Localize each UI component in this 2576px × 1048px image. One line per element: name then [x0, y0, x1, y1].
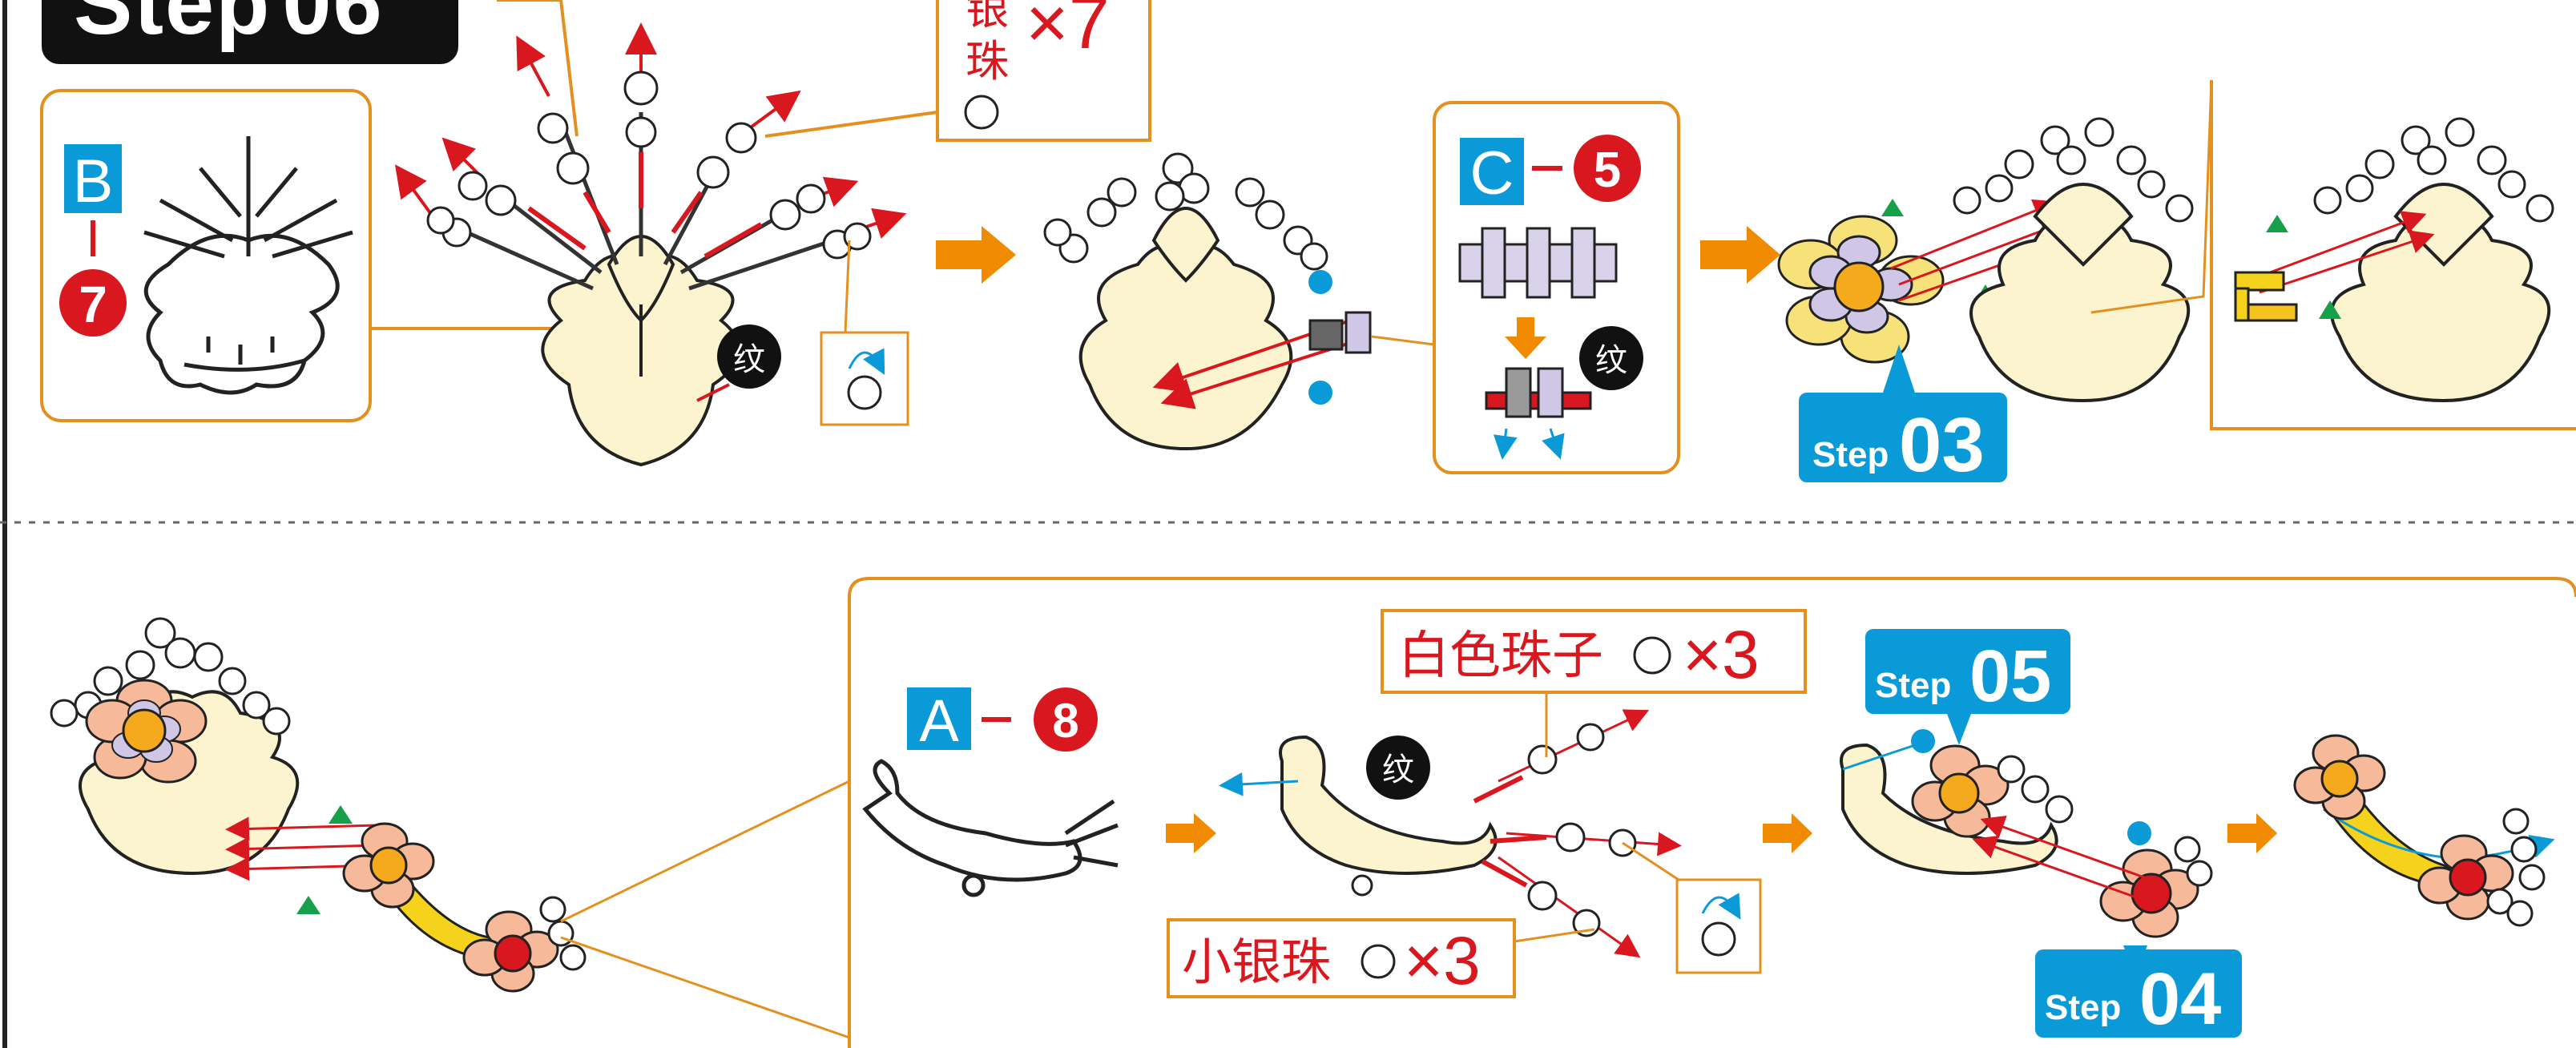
part-number-circle — [1034, 687, 1098, 752]
part-letter-box — [64, 144, 122, 213]
step03-tag — [1799, 393, 2007, 482]
small-silver-count: ×3 — [1404, 923, 1481, 998]
silver-bead-char-1: 银 — [965, 0, 1009, 34]
texture-mark-badge — [717, 324, 781, 389]
next-arrow — [1700, 226, 1780, 284]
white-bead-label: 白色珠子 — [1398, 627, 1603, 686]
part-number: 8 — [1052, 694, 1078, 748]
part-letter: B — [73, 147, 114, 216]
shell-detail-right — [2234, 117, 2554, 403]
texture-mark-label: 纹 — [1382, 752, 1414, 788]
silver-bead-count: ×7 — [1026, 0, 1110, 64]
part-number-circle — [59, 269, 127, 337]
bird-final — [2293, 734, 2555, 927]
step-header-number: 06 — [282, 0, 384, 53]
next-arrow — [2227, 813, 2277, 853]
step-tag-number: 05 — [1969, 635, 2051, 717]
step-tag-number: 04 — [2139, 958, 2221, 1040]
step-tag-word: Step — [1812, 435, 1889, 474]
part-letter: C — [1470, 139, 1514, 208]
step05-tag — [1865, 629, 2070, 714]
detail-frame-bottom — [848, 577, 2576, 1048]
step-tag-word: Step — [2045, 988, 2121, 1027]
small-silver-label: 小银珠 — [1182, 933, 1331, 991]
step-tag-word: Step — [1875, 666, 1951, 705]
white-bead-count: ×3 — [1683, 617, 1760, 692]
part-letter-box — [1460, 138, 1524, 205]
part-box-b7 — [40, 89, 372, 422]
bird-outline-part — [862, 759, 1119, 897]
connector-piece — [1458, 227, 1618, 299]
shell-base-outline-part — [143, 136, 353, 395]
bird-flower-assembly — [1840, 743, 2213, 938]
next-arrow — [936, 226, 1016, 284]
step04-tag — [2035, 949, 2242, 1038]
part-number: 5 — [1594, 143, 1621, 198]
texture-mark-label: 纹 — [733, 341, 765, 378]
detail-frame-top-right — [2210, 80, 2576, 430]
part-number-circle — [1574, 135, 1641, 202]
bead-icon — [1633, 636, 1671, 675]
part-letter-box — [907, 687, 971, 750]
fan-shell-assembly — [394, 22, 907, 467]
part-letter: A — [919, 687, 959, 754]
white-bead-callout — [1381, 609, 1807, 694]
silver-bead-char-2: 珠 — [965, 36, 1009, 87]
small-silver-callout — [1167, 918, 1516, 998]
next-arrow — [1763, 813, 1812, 853]
flower-part-step03 — [1777, 215, 1945, 364]
fan-shell-assembled — [1043, 152, 1372, 451]
banana-flower-part — [342, 822, 587, 993]
texture-mark-label: 纹 — [1595, 342, 1627, 379]
step-tag-number: 03 — [1899, 402, 1985, 488]
part-number: 7 — [79, 276, 107, 333]
step-header-word: Step — [74, 0, 272, 53]
bird-with-beads — [1219, 709, 1682, 958]
full-assembly-left — [50, 617, 300, 876]
next-arrow — [1166, 813, 1216, 853]
folded-connector — [1485, 367, 1592, 460]
bead-icon — [964, 95, 999, 130]
shell-assembled-right — [1953, 117, 2194, 403]
bead-icon — [1361, 944, 1396, 979]
